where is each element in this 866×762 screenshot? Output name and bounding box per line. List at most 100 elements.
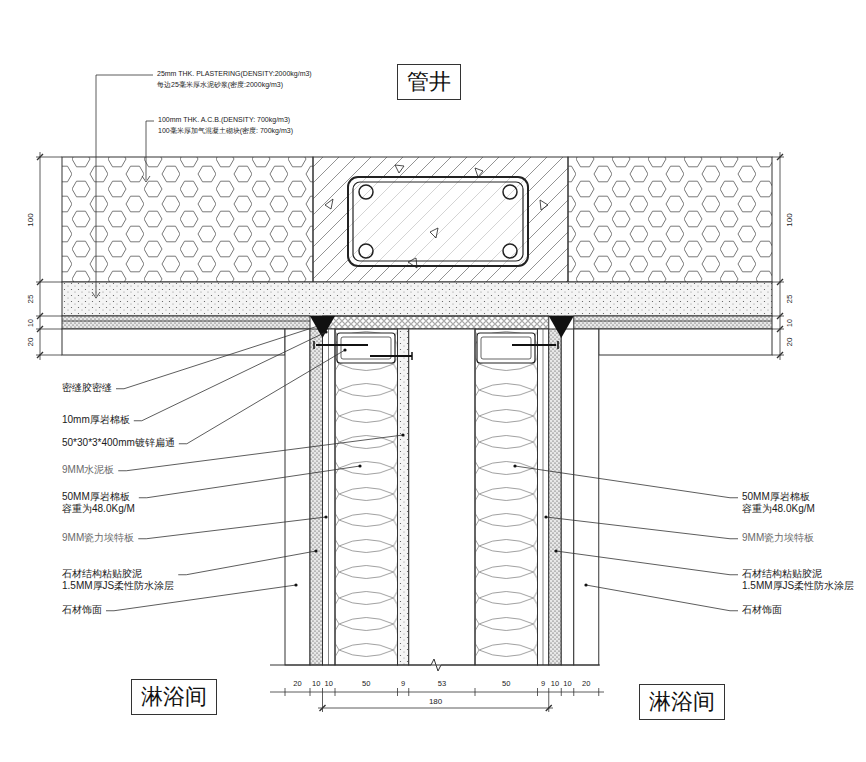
drawing-part (772, 157, 784, 158)
room-name-box: 淋浴间 (131, 679, 217, 715)
callout-label: 9MM水泥板 (62, 464, 114, 476)
drawing-part (323, 316, 549, 329)
callout-label: 石材结构粘贴胶泥 1.5MM厚JS柔性防水涂层 (62, 568, 174, 591)
drawing-part (62, 329, 285, 355)
drawing-part (62, 316, 310, 329)
leader-line (116, 326, 318, 389)
drawing-part (335, 329, 398, 665)
drawing-part (481, 337, 531, 359)
dimension-value: 25 (26, 295, 35, 304)
dimension-value: 100 (785, 213, 794, 226)
leader-dot (314, 549, 317, 552)
room-name-box: 管井 (397, 64, 461, 100)
drawing-part (574, 316, 772, 329)
drawing-part (599, 329, 772, 355)
sealant-joint (310, 316, 574, 338)
dimension-value: 50 (362, 680, 370, 689)
drawing-part (512, 344, 556, 346)
drawing-part (549, 329, 562, 665)
callout-label: 石材结构粘贴胶泥 1.5MM厚JS柔性防水涂层 (742, 568, 854, 591)
drawing-part (568, 157, 772, 282)
drawing-part (359, 244, 373, 258)
drawing-part (318, 708, 553, 709)
callout-label: 50MM厚岩棉板 容重为48.0Kg/M (62, 491, 135, 514)
callout-label: 密缝胶密缝 (62, 382, 112, 394)
drawing-part (549, 316, 574, 338)
leader-line (586, 585, 738, 611)
drawing-part (285, 688, 599, 712)
callout-label: 50MM厚岩棉板 容重为48.0Kg/M (742, 491, 815, 514)
leader-dot (343, 348, 346, 351)
leader-dot (401, 433, 404, 436)
leader-dot (513, 464, 516, 467)
drawing-part (96, 75, 153, 296)
leader-dot (294, 583, 297, 586)
dimension-value: 180 (429, 697, 442, 706)
dimension-value: 20 (293, 680, 301, 689)
drawing-part (62, 321, 310, 322)
dimension-value: 20 (26, 338, 35, 347)
drawing-part (359, 185, 373, 199)
drawing-part (316, 344, 368, 346)
room-name: 淋浴间 (141, 684, 207, 710)
callout-label: 石材饰面 (742, 604, 782, 616)
leader-line (134, 332, 326, 421)
leader-line (178, 551, 316, 575)
drawing-part (142, 176, 150, 182)
drawing-part (503, 185, 517, 199)
drawing-part (353, 182, 523, 261)
room-name: 淋浴间 (649, 689, 715, 715)
leader-dot (554, 549, 557, 552)
leader-dot (316, 324, 319, 327)
drawing-part (395, 165, 404, 173)
drawing-part (540, 200, 548, 210)
drawing-part (398, 329, 409, 665)
drawing-part (772, 329, 784, 330)
drawing-part (430, 228, 438, 238)
drawing-part (772, 316, 784, 317)
dimension-value: 25 (785, 295, 794, 304)
callout-label: 10mm厚岩棉板 (62, 414, 130, 426)
drawing-part (538, 329, 549, 665)
dimension-value: 9 (401, 680, 405, 689)
room-name: 管井 (407, 69, 451, 95)
drawing-part (313, 341, 315, 349)
leader-dot (324, 515, 327, 518)
drawing-part (409, 329, 475, 665)
drawing-part (146, 121, 154, 180)
material-note: 100毫米厚加气混凝土砌块(密度: 700kg/m3) (158, 127, 293, 135)
drawing-part (62, 282, 772, 316)
drawing-part (777, 154, 783, 358)
dimension-value: 10 (325, 680, 333, 689)
drawing-part (543, 329, 544, 665)
drawing-part (574, 321, 772, 322)
dimension-value: 10 (563, 680, 571, 689)
drawing-part (411, 352, 413, 360)
drawing-part (270, 692, 604, 693)
dimension-value: 20 (785, 338, 794, 347)
callout-label: 石材饰面 (62, 604, 102, 616)
leader-dot (584, 583, 587, 586)
dimension-value: 10 (786, 319, 794, 327)
drawing-part (772, 282, 784, 283)
leader-dot (358, 464, 361, 467)
drawing-part (325, 199, 333, 209)
dimension-value: 20 (582, 680, 590, 689)
leader-line (515, 466, 738, 498)
drawing-part (561, 329, 574, 665)
drawing-part (37, 154, 43, 358)
drawing-part (772, 355, 784, 356)
drawing-part (323, 329, 336, 665)
drawing-part (477, 333, 535, 363)
drawing-part (408, 258, 417, 268)
dimension-value: 53 (438, 680, 446, 689)
material-note: 25mm THK. PLASTERING(DENSITY:2000kg/m3) (157, 70, 312, 78)
steel-stud (337, 333, 535, 363)
partition-layers (285, 329, 599, 665)
drawing-part (503, 244, 517, 258)
material-note: 每边25毫米厚水泥砂浆(密度:2000kg/m3) (157, 81, 283, 89)
drawing-part (475, 329, 538, 665)
